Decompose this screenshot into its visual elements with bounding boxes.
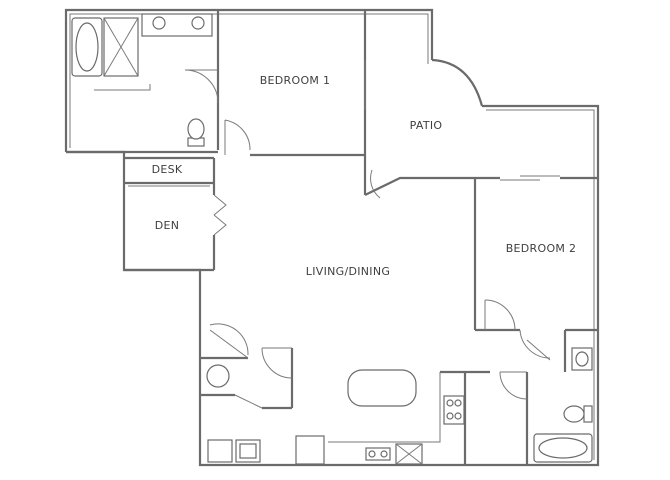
doors <box>184 60 560 409</box>
room-label-desk: DESK <box>152 163 183 176</box>
room-label-bedroom-1: BEDROOM 1 <box>260 74 331 87</box>
interior-walls <box>66 10 598 465</box>
room-label-den: DEN <box>155 219 180 232</box>
room-label-patio: PATIO <box>410 119 443 132</box>
room-label-bedroom-2: BEDROOM 2 <box>506 242 577 255</box>
fixtures <box>71 13 593 465</box>
exterior-walls <box>64 8 600 467</box>
room-label-living-dining: LIVING/DINING <box>306 265 390 278</box>
